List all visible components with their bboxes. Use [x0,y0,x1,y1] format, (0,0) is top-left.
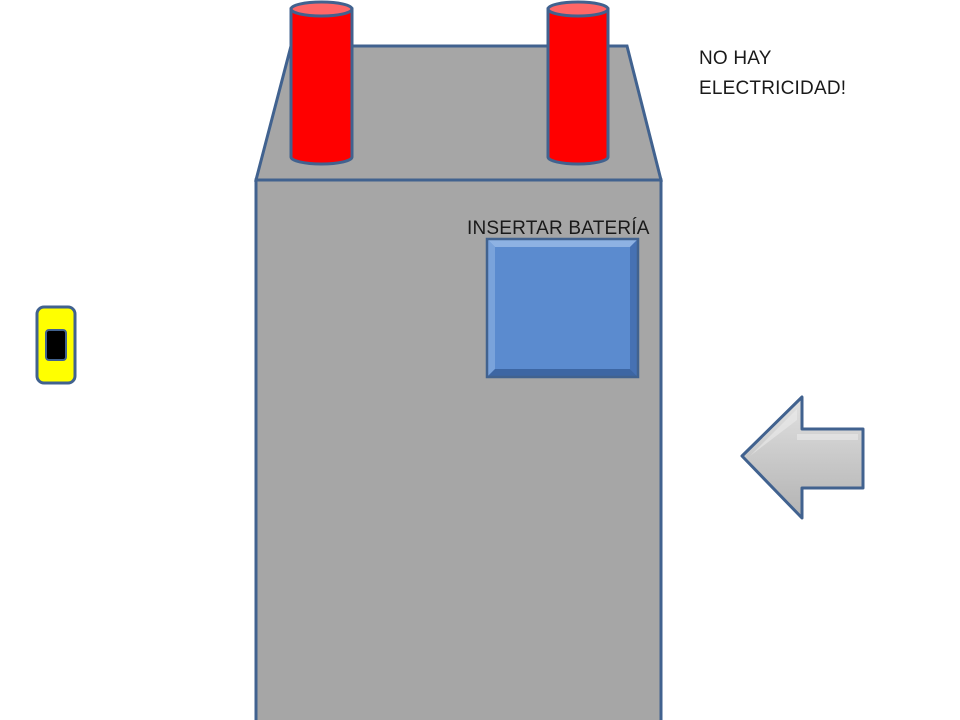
battery-slot[interactable] [485,237,640,379]
battery-icon[interactable] [35,305,77,385]
chimney-right [546,0,610,166]
insert-battery-label: INSERTAR BATERÍA [467,218,650,239]
left-arrow-icon[interactable] [740,395,865,520]
no-power-message: NO HAY ELECTRICIDAD! [699,44,899,104]
chimney-left [289,0,354,166]
no-power-line-2: ELECTRICIDAD! [699,78,847,99]
no-power-line-1: NO HAY [699,48,772,69]
